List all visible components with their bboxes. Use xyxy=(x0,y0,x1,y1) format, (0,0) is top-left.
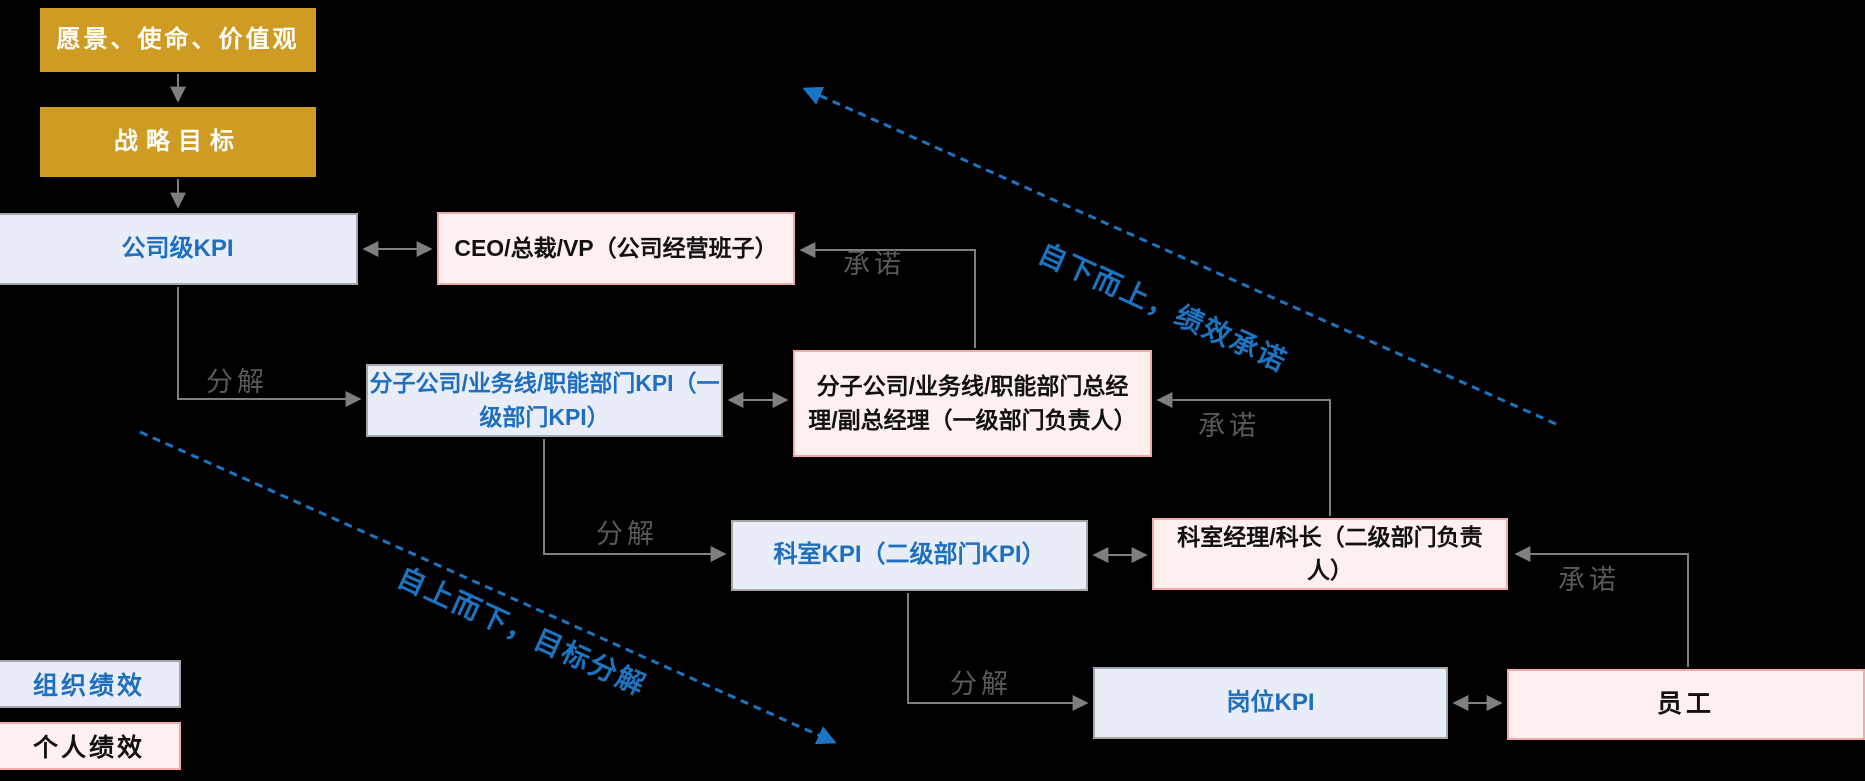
node-division-general-manager: 分子公司/业务线/职能部门总经理/副总经理（一级部门负责人） xyxy=(793,350,1152,457)
edge-label-commitment-1: 承诺 xyxy=(843,249,905,279)
edge-label-decompose-2: 分解 xyxy=(596,519,658,549)
node-division-kpi: 分子公司/业务线/职能部门KPI（一级部门KPI） xyxy=(366,364,723,437)
node-position-kpi: 岗位KPI xyxy=(1093,667,1448,739)
edge-label-decompose-1: 分解 xyxy=(206,367,268,397)
edge-label-decompose-3: 分解 xyxy=(950,669,1012,699)
edge-label-commitment-2: 承诺 xyxy=(1198,411,1260,441)
node-company-kpi: 公司级KPI xyxy=(0,213,358,285)
node-vision-mission-values: 愿景、使命、价值观 xyxy=(40,8,316,72)
legend-organizational-performance: 组织绩效 xyxy=(0,660,181,708)
edge-label-commitment-3: 承诺 xyxy=(1558,565,1620,595)
node-strategic-goals: 战略目标 xyxy=(40,107,316,177)
node-ceo-president-vp: CEO/总裁/VP（公司经营班子） xyxy=(437,212,795,285)
node-employee: 员工 xyxy=(1507,669,1865,740)
legend-personal-performance: 个人绩效 xyxy=(0,722,181,770)
node-section-kpi: 科室KPI（二级部门KPI） xyxy=(731,520,1088,591)
node-section-manager: 科室经理/科长（二级部门负责人） xyxy=(1152,518,1508,590)
